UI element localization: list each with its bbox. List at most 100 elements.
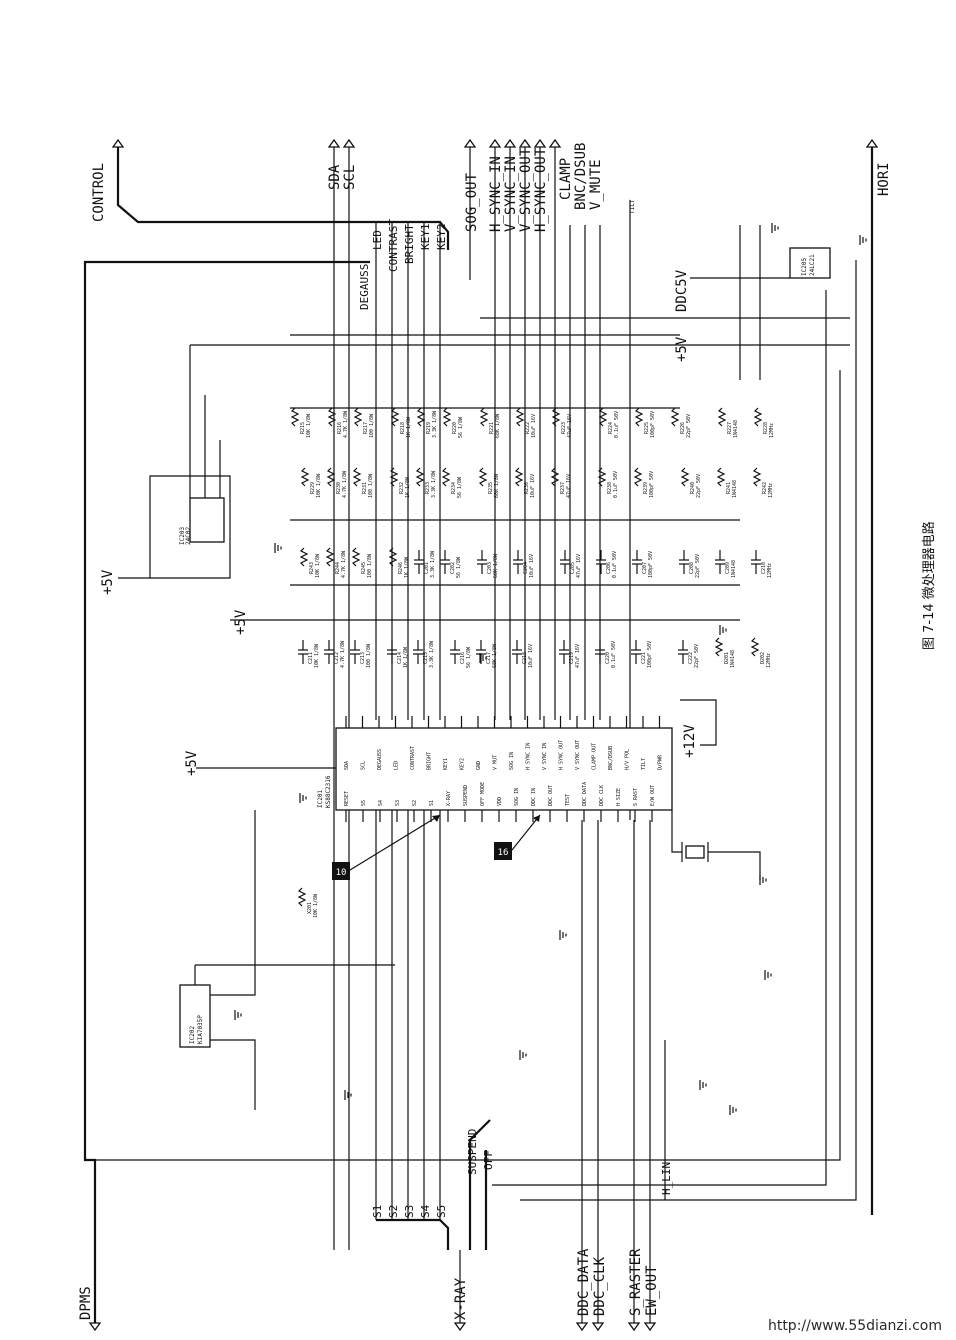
signal-h-sync-in: H_SYNC_IN [488, 156, 504, 232]
signal-x-ray: X-RAY [453, 1277, 469, 1320]
signal-sog-out: SOG_OUT [464, 172, 480, 232]
power-12v: +12V [682, 724, 698, 758]
component-ref: R225 [644, 422, 650, 434]
component-value: 10uF 16V [528, 644, 534, 668]
ic205-part: 24LC21 [809, 254, 816, 276]
ic201-left-pin: TEST [565, 794, 571, 806]
component-ref: C215 [423, 652, 429, 664]
component-ref: C211 [308, 652, 314, 664]
label-ddc5v: DDC5V [674, 269, 690, 312]
component-value: 10uF 16V [531, 414, 537, 438]
signal-v-sync-in: V_SYNC_IN [503, 156, 519, 232]
component-ref: C219 [569, 652, 575, 664]
ground-symbols [234, 223, 867, 1115]
component-value: 100 1/8W [369, 413, 375, 438]
bus-key2: KEY2 [435, 224, 448, 251]
ic201-right-pin: KEY1 [443, 758, 449, 770]
ic201-left-pin: SOG IN [514, 788, 520, 806]
crystal-x201 [671, 810, 761, 880]
component-ref: C205 [570, 562, 576, 574]
component-value: 1N4148 [733, 420, 739, 438]
component-value: 10uF 16V [529, 554, 535, 578]
component-ref: C209 [725, 562, 731, 574]
signal-dpms: DPMS [78, 1286, 94, 1320]
component-ref: R241 [726, 482, 732, 494]
component-ref: R235 [488, 482, 494, 494]
component-ref: R240 [690, 482, 696, 494]
component-value: 10K 1/8W [306, 413, 312, 438]
ic201-left-pin: DDC IN [531, 788, 537, 806]
ic201-right-pin: V SYNC IN [542, 743, 548, 770]
component-value: 22pF 50V [695, 554, 701, 578]
component-ref: R216 [337, 422, 343, 434]
component-value: 56 1/8W [458, 416, 464, 438]
component-ref: R217 [363, 422, 369, 434]
component-value: 47uF 16V [566, 474, 572, 498]
component-value: 47uF 16V [575, 644, 581, 668]
bus-tilt: TILT [629, 199, 636, 214]
ic201-right-pin: H SYNC IN [526, 743, 532, 770]
bus-degauss: DEGAUSS [358, 264, 371, 310]
component-ref: C214 [397, 652, 403, 664]
component-ref: C208 [689, 562, 695, 574]
component-ref: R243 [309, 562, 315, 574]
ic201-right-pin: GND [476, 761, 482, 770]
component-ref: R219 [426, 422, 432, 434]
component-value: 100 1/8W [367, 553, 373, 578]
bus-lines: LED CONTRAST BRIGHT KEY1 KEY2 DEGAUSS S1… [95, 199, 857, 1250]
component-value: 3.3K 1/8W [431, 470, 437, 498]
component-value: 1K 1/8W [403, 646, 409, 668]
ic203-ref: IC203 [179, 527, 186, 545]
signal-clamp: CLAMP [558, 158, 574, 200]
component-ref: C220 [605, 652, 611, 664]
component-value: 22pF 50V [686, 414, 692, 438]
signal-v-mute: V_MUTE [588, 159, 604, 210]
component-ref: C221 [641, 652, 647, 664]
ic201-right-pin: KEY2 [460, 758, 466, 770]
ic201-left-pin: S RAST [633, 788, 639, 806]
ic202-reset: IC202 KIA7035P +5V +5V [179, 609, 395, 1110]
component-ref: R242 [762, 482, 768, 494]
component-value: 68K 1/8W [492, 643, 498, 668]
bus-contrast: CONTRAST [387, 219, 400, 272]
ic201-left-pin: SUSPEND [463, 785, 469, 806]
component-value: 1K 1/8W [406, 416, 412, 438]
component-value: 10K 1/8W [315, 553, 321, 578]
ic201-left-pin: S2 [412, 800, 418, 806]
component-ref: C210 [761, 562, 767, 574]
component-value: 3.3K 1/8W [429, 640, 435, 668]
component-ref: R239 [643, 482, 649, 494]
ic201-right-pin: TILT [641, 758, 647, 770]
ic201-right-pin: CONTRAST [410, 746, 416, 770]
component-value: 56 1/8W [456, 556, 462, 578]
component-ref: R237 [560, 482, 566, 494]
component-value: 10K 1/8W [316, 473, 322, 498]
component-value: 3.3K 1/8W [432, 410, 438, 438]
watermark-text: http://www.55dianzi.com [767, 1318, 942, 1334]
component-value: 0.1uF 50V [613, 471, 619, 498]
component-value: 12MHz [766, 653, 772, 668]
ic201-right-pin: SOG IN [509, 752, 515, 770]
ic201-left-pin: S4 [378, 800, 384, 806]
component-ref: D202 [760, 652, 766, 664]
component-value: 47uF 16V [567, 414, 573, 438]
component-ref: R226 [680, 422, 686, 434]
component-value: 1N4148 [730, 650, 736, 668]
component-ref: C202 [450, 562, 456, 574]
component-value: 1K 1/8W [405, 476, 411, 498]
power-5v-d: +5V [674, 336, 690, 362]
ic201-left-pin: OFF MODE [480, 782, 486, 806]
component-value: 10K 1/8W [314, 643, 320, 668]
signal-ew-out: EW_OUT [644, 1265, 660, 1316]
component-value: 12MHz [768, 483, 774, 498]
bus-s5: S5 [435, 1205, 448, 1218]
ic201-part: KS88C2316 [325, 775, 332, 808]
component-value: 68K 1/8W [493, 553, 499, 578]
component-ref: R222 [525, 422, 531, 434]
component-ref: C206 [606, 562, 612, 574]
component-value: 1K 1/8W [404, 556, 410, 578]
component-value: 10uF 16V [530, 474, 536, 498]
